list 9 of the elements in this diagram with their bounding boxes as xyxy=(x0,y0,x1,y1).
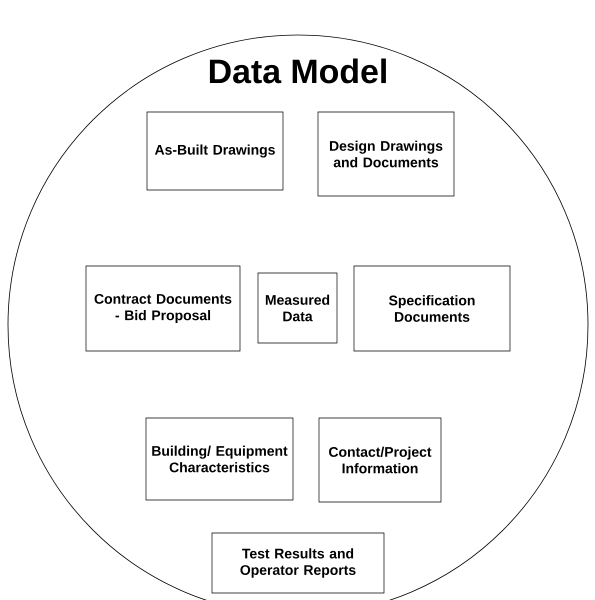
text-box: As-Built Drawings xyxy=(146,112,284,190)
text-box: Building/ Equipment Characteristics xyxy=(146,418,294,500)
text-box: Contact/Project Information xyxy=(318,418,442,502)
text-box: Specification Documents xyxy=(354,266,510,352)
text-box: Test Results and Operator Reports xyxy=(212,532,384,594)
text-box: Contract Documents - Bid Proposal xyxy=(86,266,240,352)
text-box: Measured Data xyxy=(258,272,338,344)
title: Data Model xyxy=(210,58,386,84)
text-box: Design Drawings and Documents xyxy=(318,112,454,196)
